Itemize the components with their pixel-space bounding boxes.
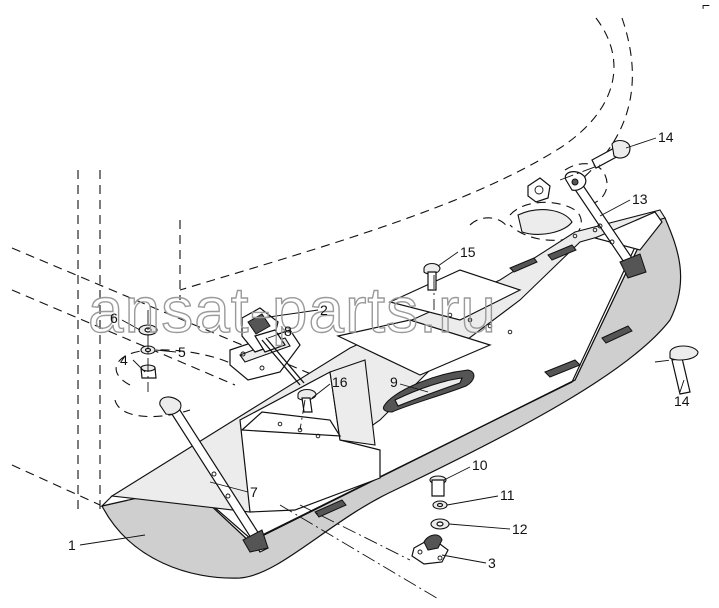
callout-5: 5: [178, 344, 186, 360]
frame-mount-outline: [469, 163, 608, 241]
corner-mark: ⌐: [702, 0, 710, 13]
hinge-latch: [241, 307, 305, 386]
fastener-stack-right: [411, 475, 450, 565]
callout-13: 13: [632, 191, 648, 207]
callout-12: 12: [512, 521, 528, 537]
callout-14-upper: 14: [658, 129, 674, 145]
support-rod-right: [564, 171, 647, 279]
callout-15: 15: [460, 244, 476, 260]
callout-3: 3: [488, 555, 496, 571]
bolt-upper: [527, 139, 631, 203]
fastener-stack-left: [138, 310, 158, 392]
callout-4: 4: [120, 352, 128, 368]
bolt-lower: [654, 345, 699, 395]
callout-10: 10: [472, 457, 488, 473]
slot-marks: [314, 244, 633, 518]
callout-11: 11: [500, 487, 515, 503]
callout-14-lower: 14: [674, 393, 690, 409]
callout-16: 16: [332, 374, 348, 390]
callout-labels: 1 2 3 4 5 6 7 8 9 10 11 12 13 14 14 15 1…: [68, 129, 690, 571]
callout-7: 7: [250, 484, 258, 500]
callout-6: 6: [110, 310, 118, 326]
leader-lines: [79, 137, 685, 564]
callout-9: 9: [390, 374, 398, 390]
callout-1: 1: [68, 537, 76, 553]
bumper-body: [100, 209, 682, 579]
callout-2: 2: [320, 302, 328, 318]
support-rod-left: [159, 396, 269, 553]
flange-holes: [277, 227, 598, 439]
watermark-text: ansat-parts.ru: [88, 274, 497, 346]
center-lines: [279, 164, 601, 601]
callout-8: 8: [284, 323, 292, 339]
